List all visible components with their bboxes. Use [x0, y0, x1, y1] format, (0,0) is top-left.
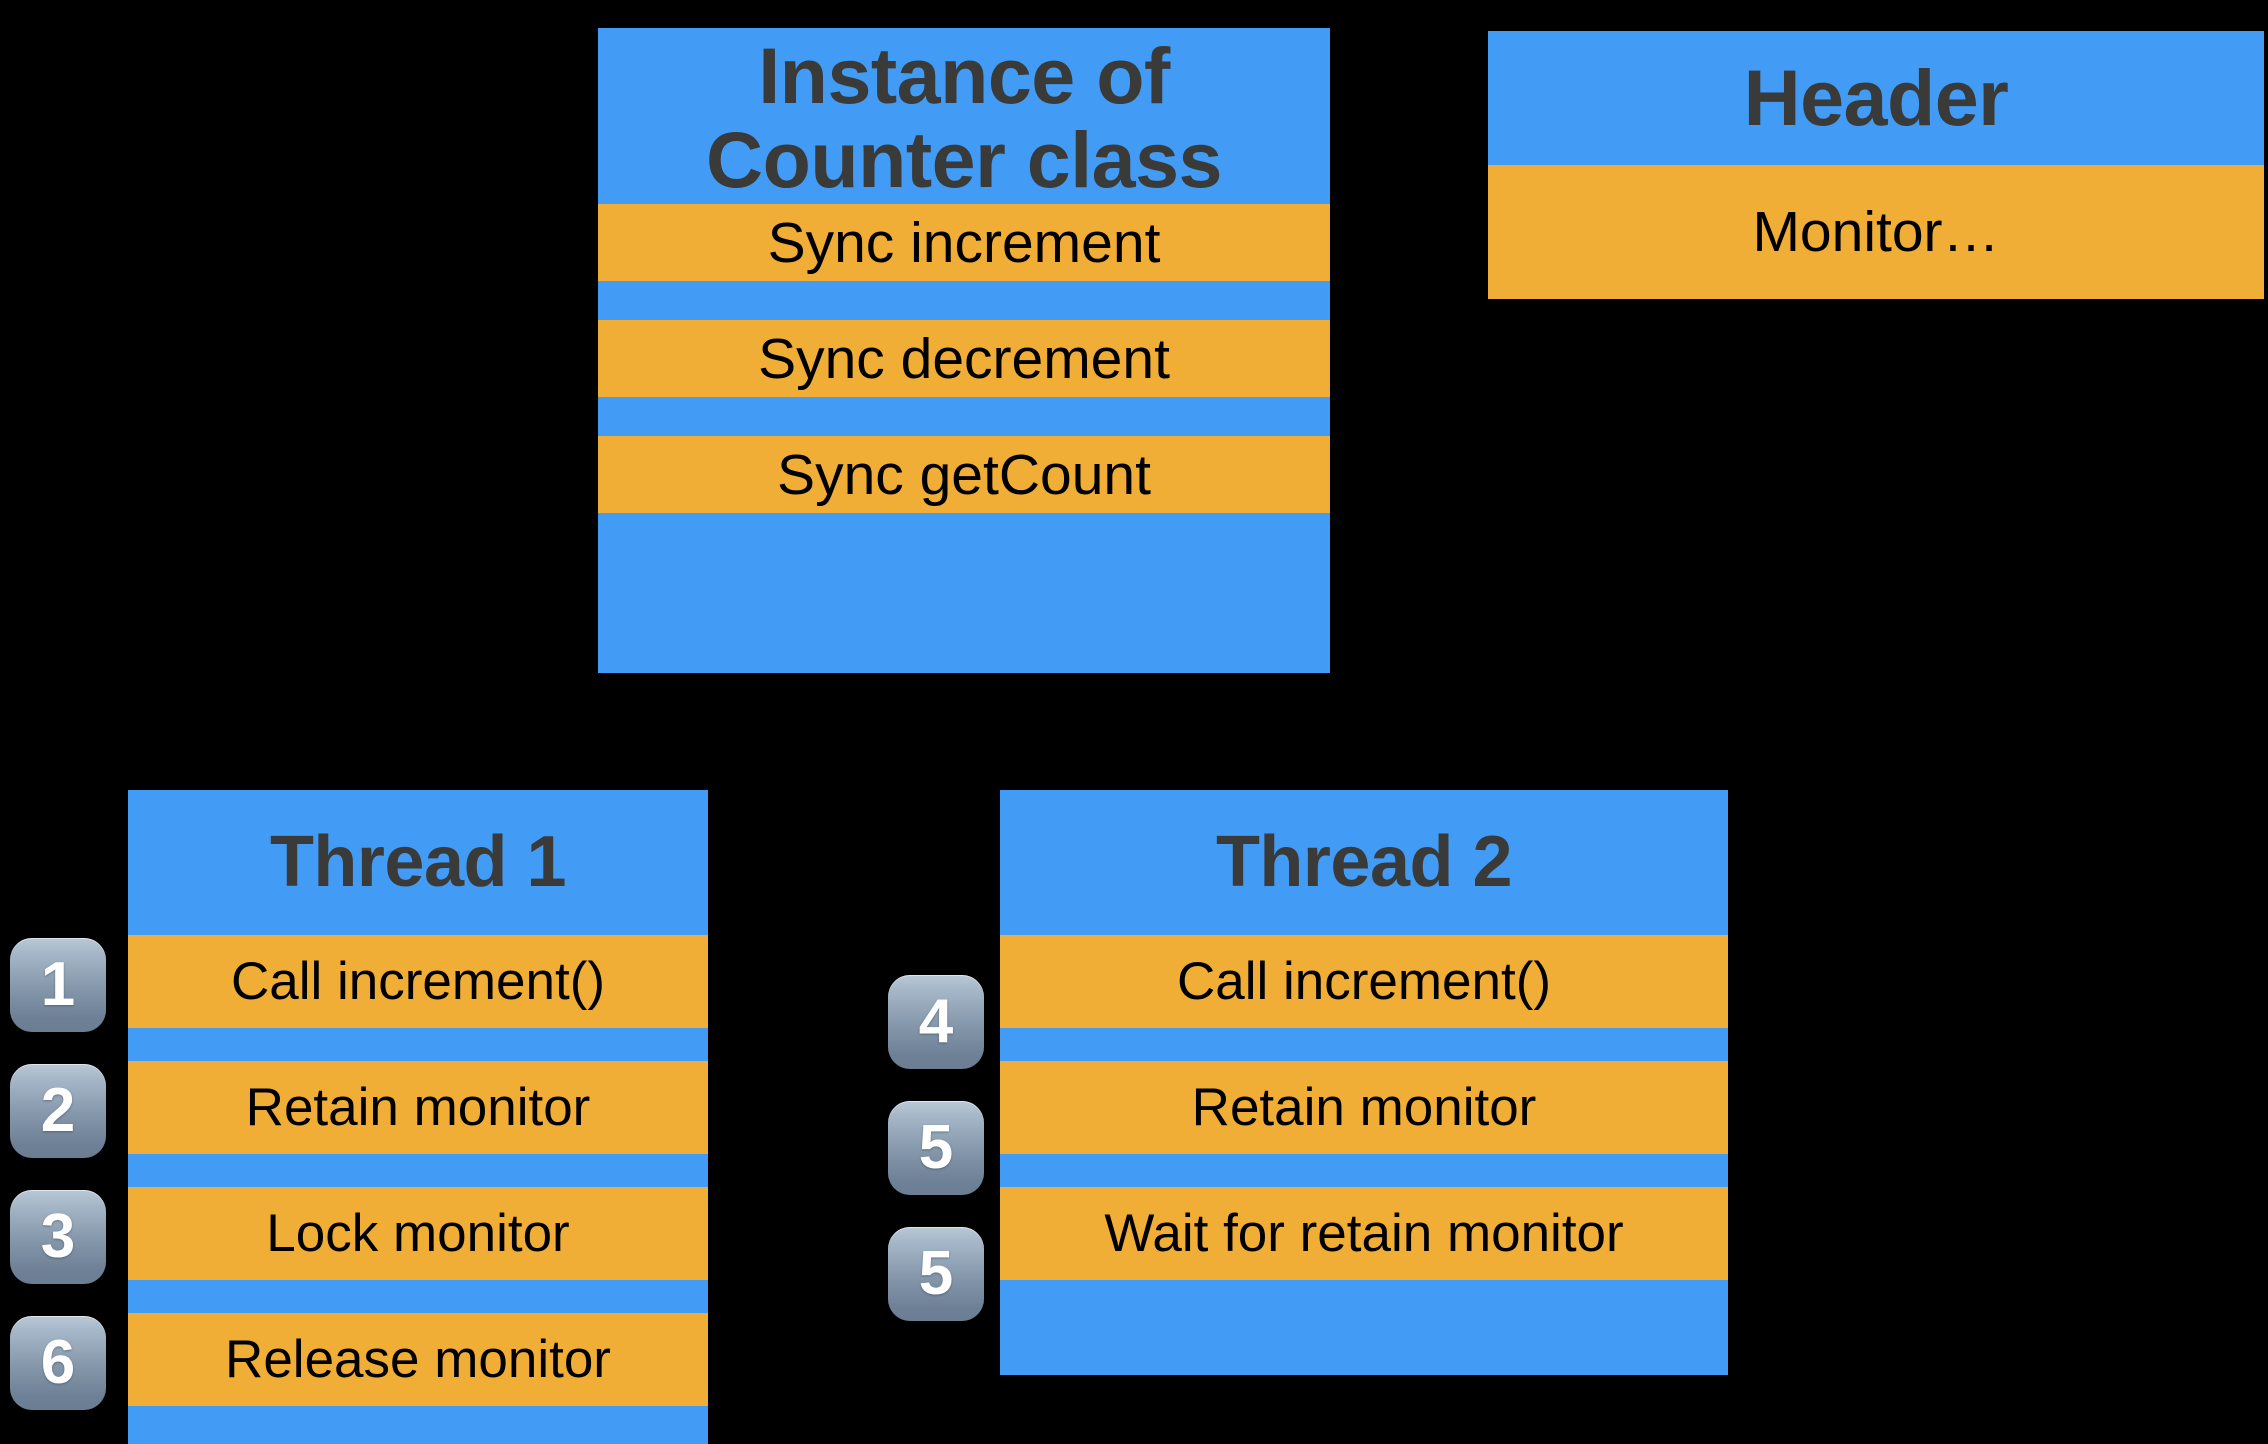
step-badge-2: 2 [10, 1064, 106, 1158]
thread-1-row-lock-monitor: Lock monitor [128, 1187, 708, 1280]
thread-2-panel: Thread 2 Call increment() Retain monitor… [1000, 790, 1728, 1375]
thread-1-row-release-monitor: Release monitor [128, 1313, 708, 1406]
counter-row-sync-increment: Sync increment [598, 204, 1330, 281]
step-badge-4: 4 [888, 975, 984, 1069]
thread-1-divider-1 [128, 1028, 708, 1061]
thread-2-divider-2 [1000, 1154, 1728, 1187]
thread-1-divider-4 [128, 1406, 708, 1439]
thread-1-row-retain-monitor: Retain monitor [128, 1061, 708, 1154]
counter-divider-2 [598, 397, 1330, 436]
header-panel: Header Monitor… [1488, 31, 2264, 299]
thread-2-row-wait-for-retain-monitor: Wait for retain monitor [1000, 1187, 1728, 1280]
header-panel-title: Header [1743, 53, 2009, 143]
thread-2-row-call-increment: Call increment() [1000, 935, 1728, 1028]
thread-1-panel: Thread 1 Call increment() Retain monitor… [128, 790, 708, 1444]
counter-class-panel: Instance of Counter class Sync increment… [598, 28, 1330, 673]
thread-2-row-retain-monitor: Retain monitor [1000, 1061, 1728, 1154]
thread-1-divider-3 [128, 1280, 708, 1313]
step-badge-1: 1 [10, 938, 106, 1032]
step-badge-5-wait: 5 [888, 1227, 984, 1321]
step-badge-3: 3 [10, 1190, 106, 1284]
thread-1-title: Thread 1 [269, 822, 567, 903]
counter-row-sync-decrement: Sync decrement [598, 320, 1330, 397]
step-badge-5-retain: 5 [888, 1101, 984, 1195]
thread-2-divider-3 [1000, 1280, 1728, 1313]
thread-1-divider-2 [128, 1154, 708, 1187]
thread-1-row-call-increment: Call increment() [128, 935, 708, 1028]
thread-2-divider-1 [1000, 1028, 1728, 1061]
counter-class-title: Instance of Counter class [706, 31, 1222, 204]
counter-row-sync-getcount: Sync getCount [598, 436, 1330, 513]
step-badge-6: 6 [10, 1316, 106, 1410]
header-row-monitor: Monitor… [1488, 165, 2264, 299]
counter-divider-1 [598, 281, 1330, 320]
thread-2-title: Thread 2 [1215, 822, 1513, 903]
